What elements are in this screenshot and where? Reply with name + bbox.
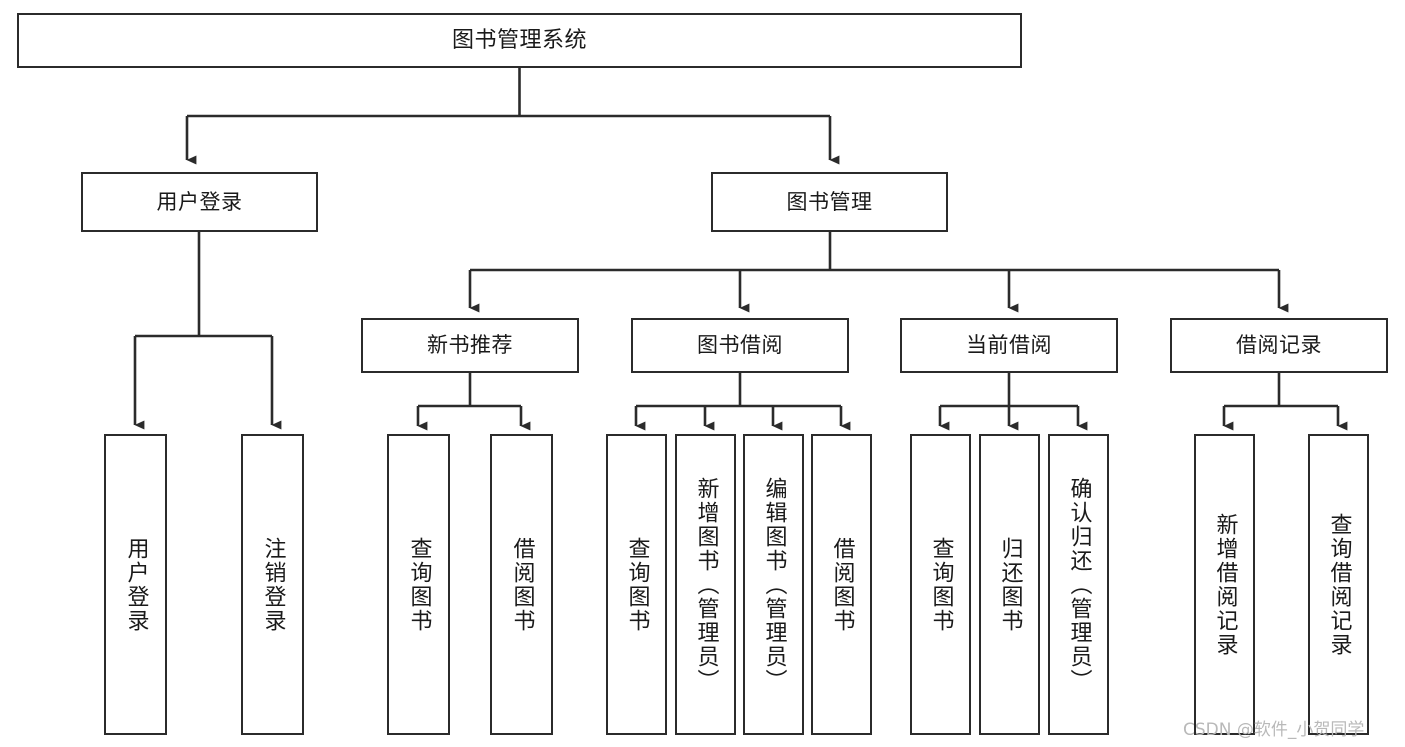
- node-label: 图书管理: [786, 189, 873, 214]
- node-current-borrow[interactable]: 当前借阅: [900, 318, 1118, 373]
- node-label: 新增借阅记录: [1212, 512, 1238, 657]
- leaf-query-book-new-book[interactable]: 查询图书: [387, 434, 450, 735]
- leaf-return-book[interactable]: 归还图书: [979, 434, 1040, 735]
- node-label: 借阅图书: [509, 536, 535, 633]
- node-borrow-record[interactable]: 借阅记录: [1170, 318, 1388, 373]
- leaf-borrow-book-new-book[interactable]: 借阅图书: [490, 434, 553, 735]
- leaf-borrow-book-borrow[interactable]: 借阅图书: [811, 434, 872, 735]
- node-label: 查询借阅记录: [1326, 512, 1352, 657]
- csdn-watermark: CSDN @软件_小贺同学: [1183, 720, 1365, 740]
- node-user-login[interactable]: 用户登录: [81, 172, 318, 232]
- leaf-edit-book[interactable]: 编辑图书（管理员）: [743, 434, 804, 735]
- node-label: 图书借阅: [697, 333, 783, 358]
- leaf-user-logout[interactable]: 注销登录: [241, 434, 304, 735]
- node-label: 新增图书（管理员）: [693, 476, 719, 693]
- node-root-book-management-system[interactable]: 图书管理系统: [17, 13, 1022, 68]
- leaf-confirm-return[interactable]: 确认归还（管理员）: [1048, 434, 1109, 735]
- node-label: 编辑图书（管理员）: [761, 476, 787, 693]
- leaf-query-book-borrow[interactable]: 查询图书: [606, 434, 667, 735]
- node-label: 查询图书: [624, 536, 650, 633]
- node-label: 确认归还（管理员）: [1066, 476, 1092, 693]
- leaf-query-book-current[interactable]: 查询图书: [910, 434, 971, 735]
- leaf-add-book[interactable]: 新增图书（管理员）: [675, 434, 736, 735]
- node-label: 当前借阅: [966, 333, 1052, 358]
- node-new-book-recommend[interactable]: 新书推荐: [361, 318, 579, 373]
- node-label: 查询图书: [406, 536, 432, 633]
- leaf-query-borrow-record[interactable]: 查询借阅记录: [1308, 434, 1369, 735]
- node-label: 用户登录: [123, 536, 149, 633]
- node-book-borrow[interactable]: 图书借阅: [631, 318, 849, 373]
- node-label: 用户登录: [156, 189, 243, 214]
- node-label: 图书管理系统: [451, 27, 587, 53]
- node-label: 借阅记录: [1236, 333, 1322, 358]
- node-book-management[interactable]: 图书管理: [711, 172, 948, 232]
- node-label: 新书推荐: [427, 333, 513, 358]
- node-label: 借阅图书: [829, 536, 855, 633]
- leaf-user-login[interactable]: 用户登录: [104, 434, 167, 735]
- node-label: 查询图书: [928, 536, 954, 633]
- node-label: 注销登录: [260, 536, 286, 633]
- leaf-add-borrow-record[interactable]: 新增借阅记录: [1194, 434, 1255, 735]
- node-label: 归还图书: [997, 536, 1023, 633]
